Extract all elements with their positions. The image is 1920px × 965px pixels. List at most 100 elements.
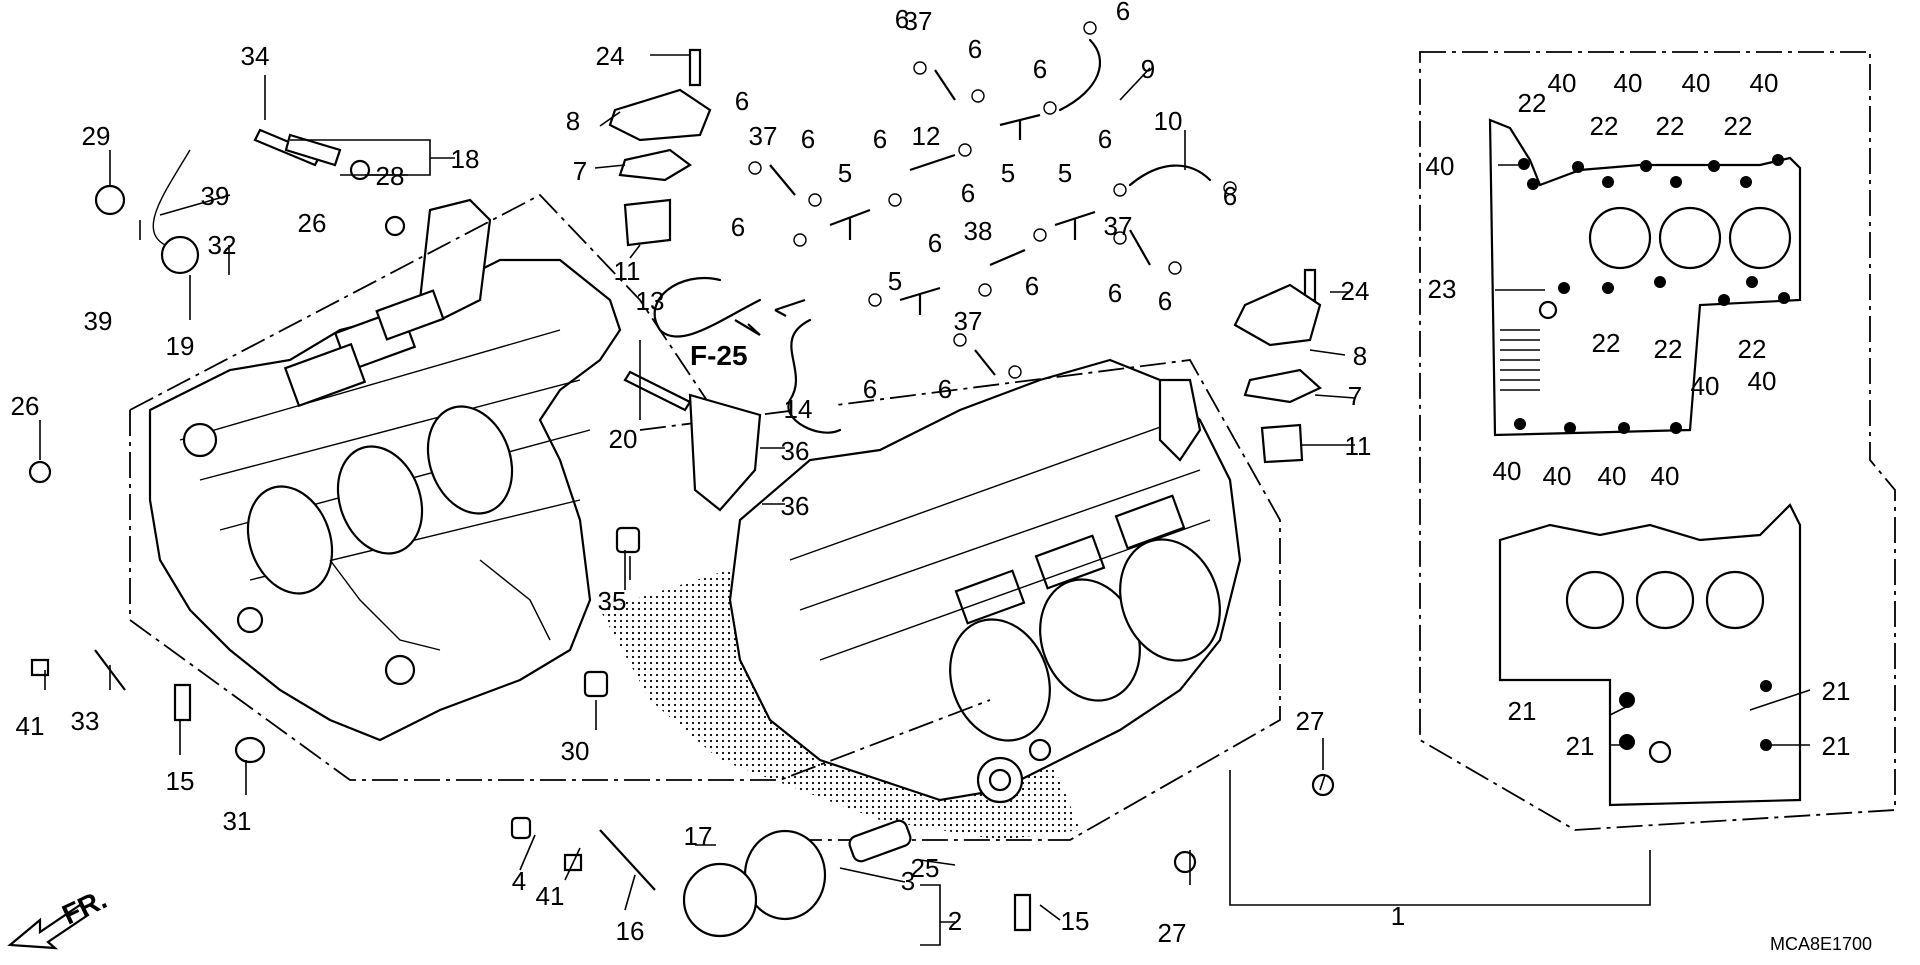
callout-c16: 16 [616, 916, 645, 946]
callout-c6g: 6 [873, 124, 887, 154]
callout-c34: 34 [241, 41, 270, 71]
callout-c40i: 40 [1543, 461, 1572, 491]
callout-c40a: 40 [1426, 151, 1455, 181]
callout-c37d: 37 [954, 306, 983, 336]
upper-gasket [1488, 118, 1802, 437]
callout-c22c: 22 [1656, 111, 1685, 141]
callout-c40k: 40 [1651, 461, 1680, 491]
callout-c40h: 40 [1493, 456, 1522, 486]
callout-c22a: 22 [1518, 88, 1547, 118]
upper-crankcase [728, 358, 1242, 804]
callout-c22f: 22 [1654, 334, 1683, 364]
callout-c18: 18 [451, 144, 480, 174]
callout-c6i: 6 [1098, 124, 1112, 154]
callout-c6c: 6 [1033, 54, 1047, 84]
callout-c40f: 40 [1691, 371, 1720, 401]
callout-c28: 28 [376, 161, 405, 191]
callout-c19: 19 [166, 331, 195, 361]
callout-c9: 9 [1141, 54, 1155, 84]
callout-c36b: 36 [781, 491, 810, 521]
callout-c11a: 11 [614, 256, 641, 286]
callout-c15b: 15 [1061, 906, 1090, 936]
callout-c6q: 6 [938, 374, 952, 404]
callout-c20: 20 [609, 424, 638, 454]
callout-c3: 3 [901, 866, 915, 896]
callout-c2: 2 [948, 906, 962, 936]
callout-c26a: 26 [298, 208, 327, 238]
lower-crankcase [148, 198, 622, 742]
callout-c6o: 6 [1158, 286, 1172, 316]
callout-c33: 33 [71, 706, 100, 736]
callout-c13: 13 [636, 286, 665, 316]
callout-c40c: 40 [1614, 68, 1643, 98]
callout-c6a: 6 [895, 4, 909, 34]
callout-c29: 29 [82, 121, 111, 151]
callout-c24b: 24 [1341, 276, 1370, 306]
callout-c25: 25 [911, 853, 940, 883]
drawing-code: MCA8E1700 [1770, 934, 1872, 954]
callout-c5a: 5 [838, 158, 852, 188]
callout-c40b: 40 [1548, 68, 1577, 98]
callout-c7a: 7 [573, 156, 587, 186]
callout-c23: 23 [1428, 274, 1457, 304]
callout-c12: 12 [912, 121, 941, 151]
callout-c27a: 27 [1296, 706, 1325, 736]
callout-c21d: 21 [1822, 731, 1851, 761]
callout-c6n: 6 [1108, 278, 1122, 308]
callout-c1: 1 [1391, 901, 1405, 931]
section-reference: F-25 [690, 298, 806, 371]
callout-c6l: 6 [928, 228, 942, 258]
callout-c21c: 21 [1566, 731, 1595, 761]
callout-c6h: 6 [961, 178, 975, 208]
callout-c22g: 22 [1738, 334, 1767, 364]
callout-c6b: 6 [968, 34, 982, 64]
callout-c14: 14 [784, 394, 813, 424]
small-parts [28, 21, 1335, 938]
callout-c22b: 22 [1590, 111, 1619, 141]
callout-c37b: 37 [749, 121, 778, 151]
front-direction-arrow: FR. [7, 883, 111, 950]
callout-c39a: 39 [201, 181, 230, 211]
callout-c22d: 22 [1724, 111, 1753, 141]
callout-c8a: 8 [566, 106, 580, 136]
callout-c21b: 21 [1508, 696, 1537, 726]
callout-c6k: 6 [731, 212, 745, 242]
callout-c5d: 5 [888, 266, 902, 296]
callout-c35: 35 [598, 586, 627, 616]
callout-c39b: 39 [84, 306, 113, 336]
callout-c40d: 40 [1682, 68, 1711, 98]
callout-c6p: 6 [863, 374, 877, 404]
callout-c6f: 6 [801, 124, 815, 154]
callout-c17: 17 [684, 821, 713, 851]
callout-c5c: 5 [1058, 158, 1072, 188]
callout-c24a: 24 [596, 41, 625, 71]
callout-c22e: 22 [1592, 328, 1621, 358]
callout-c31: 31 [223, 806, 252, 836]
bolt-markers [1514, 154, 1790, 751]
callout-c6d: 6 [1116, 0, 1130, 26]
callout-c27b: 27 [1158, 918, 1187, 948]
callout-c40j: 40 [1598, 461, 1627, 491]
callout-c40e: 40 [1750, 68, 1779, 98]
callout-c8b: 8 [1353, 341, 1367, 371]
lower-gasket [1498, 503, 1802, 807]
section-ref-label: F-25 [690, 340, 748, 371]
callout-c40g: 40 [1748, 366, 1777, 396]
callout-c32: 32 [208, 230, 237, 260]
callout-c38: 38 [964, 216, 993, 246]
callout-c7b: 7 [1348, 381, 1362, 411]
callout-c6m: 6 [1025, 271, 1039, 301]
callout-c36a: 36 [781, 436, 810, 466]
callout-c41a: 41 [16, 711, 45, 741]
callout-c37a: 37 [904, 6, 933, 36]
lower-crankcase-outline [129, 193, 991, 781]
callout-c37c: 37 [1104, 211, 1133, 241]
callout-c6j: 6 [1223, 181, 1237, 211]
gasket-kit-outline [1419, 51, 1896, 831]
callout-c21a: 21 [1822, 676, 1851, 706]
upper-crankcase-outline [639, 359, 1281, 841]
callout-c6e: 6 [735, 86, 749, 116]
